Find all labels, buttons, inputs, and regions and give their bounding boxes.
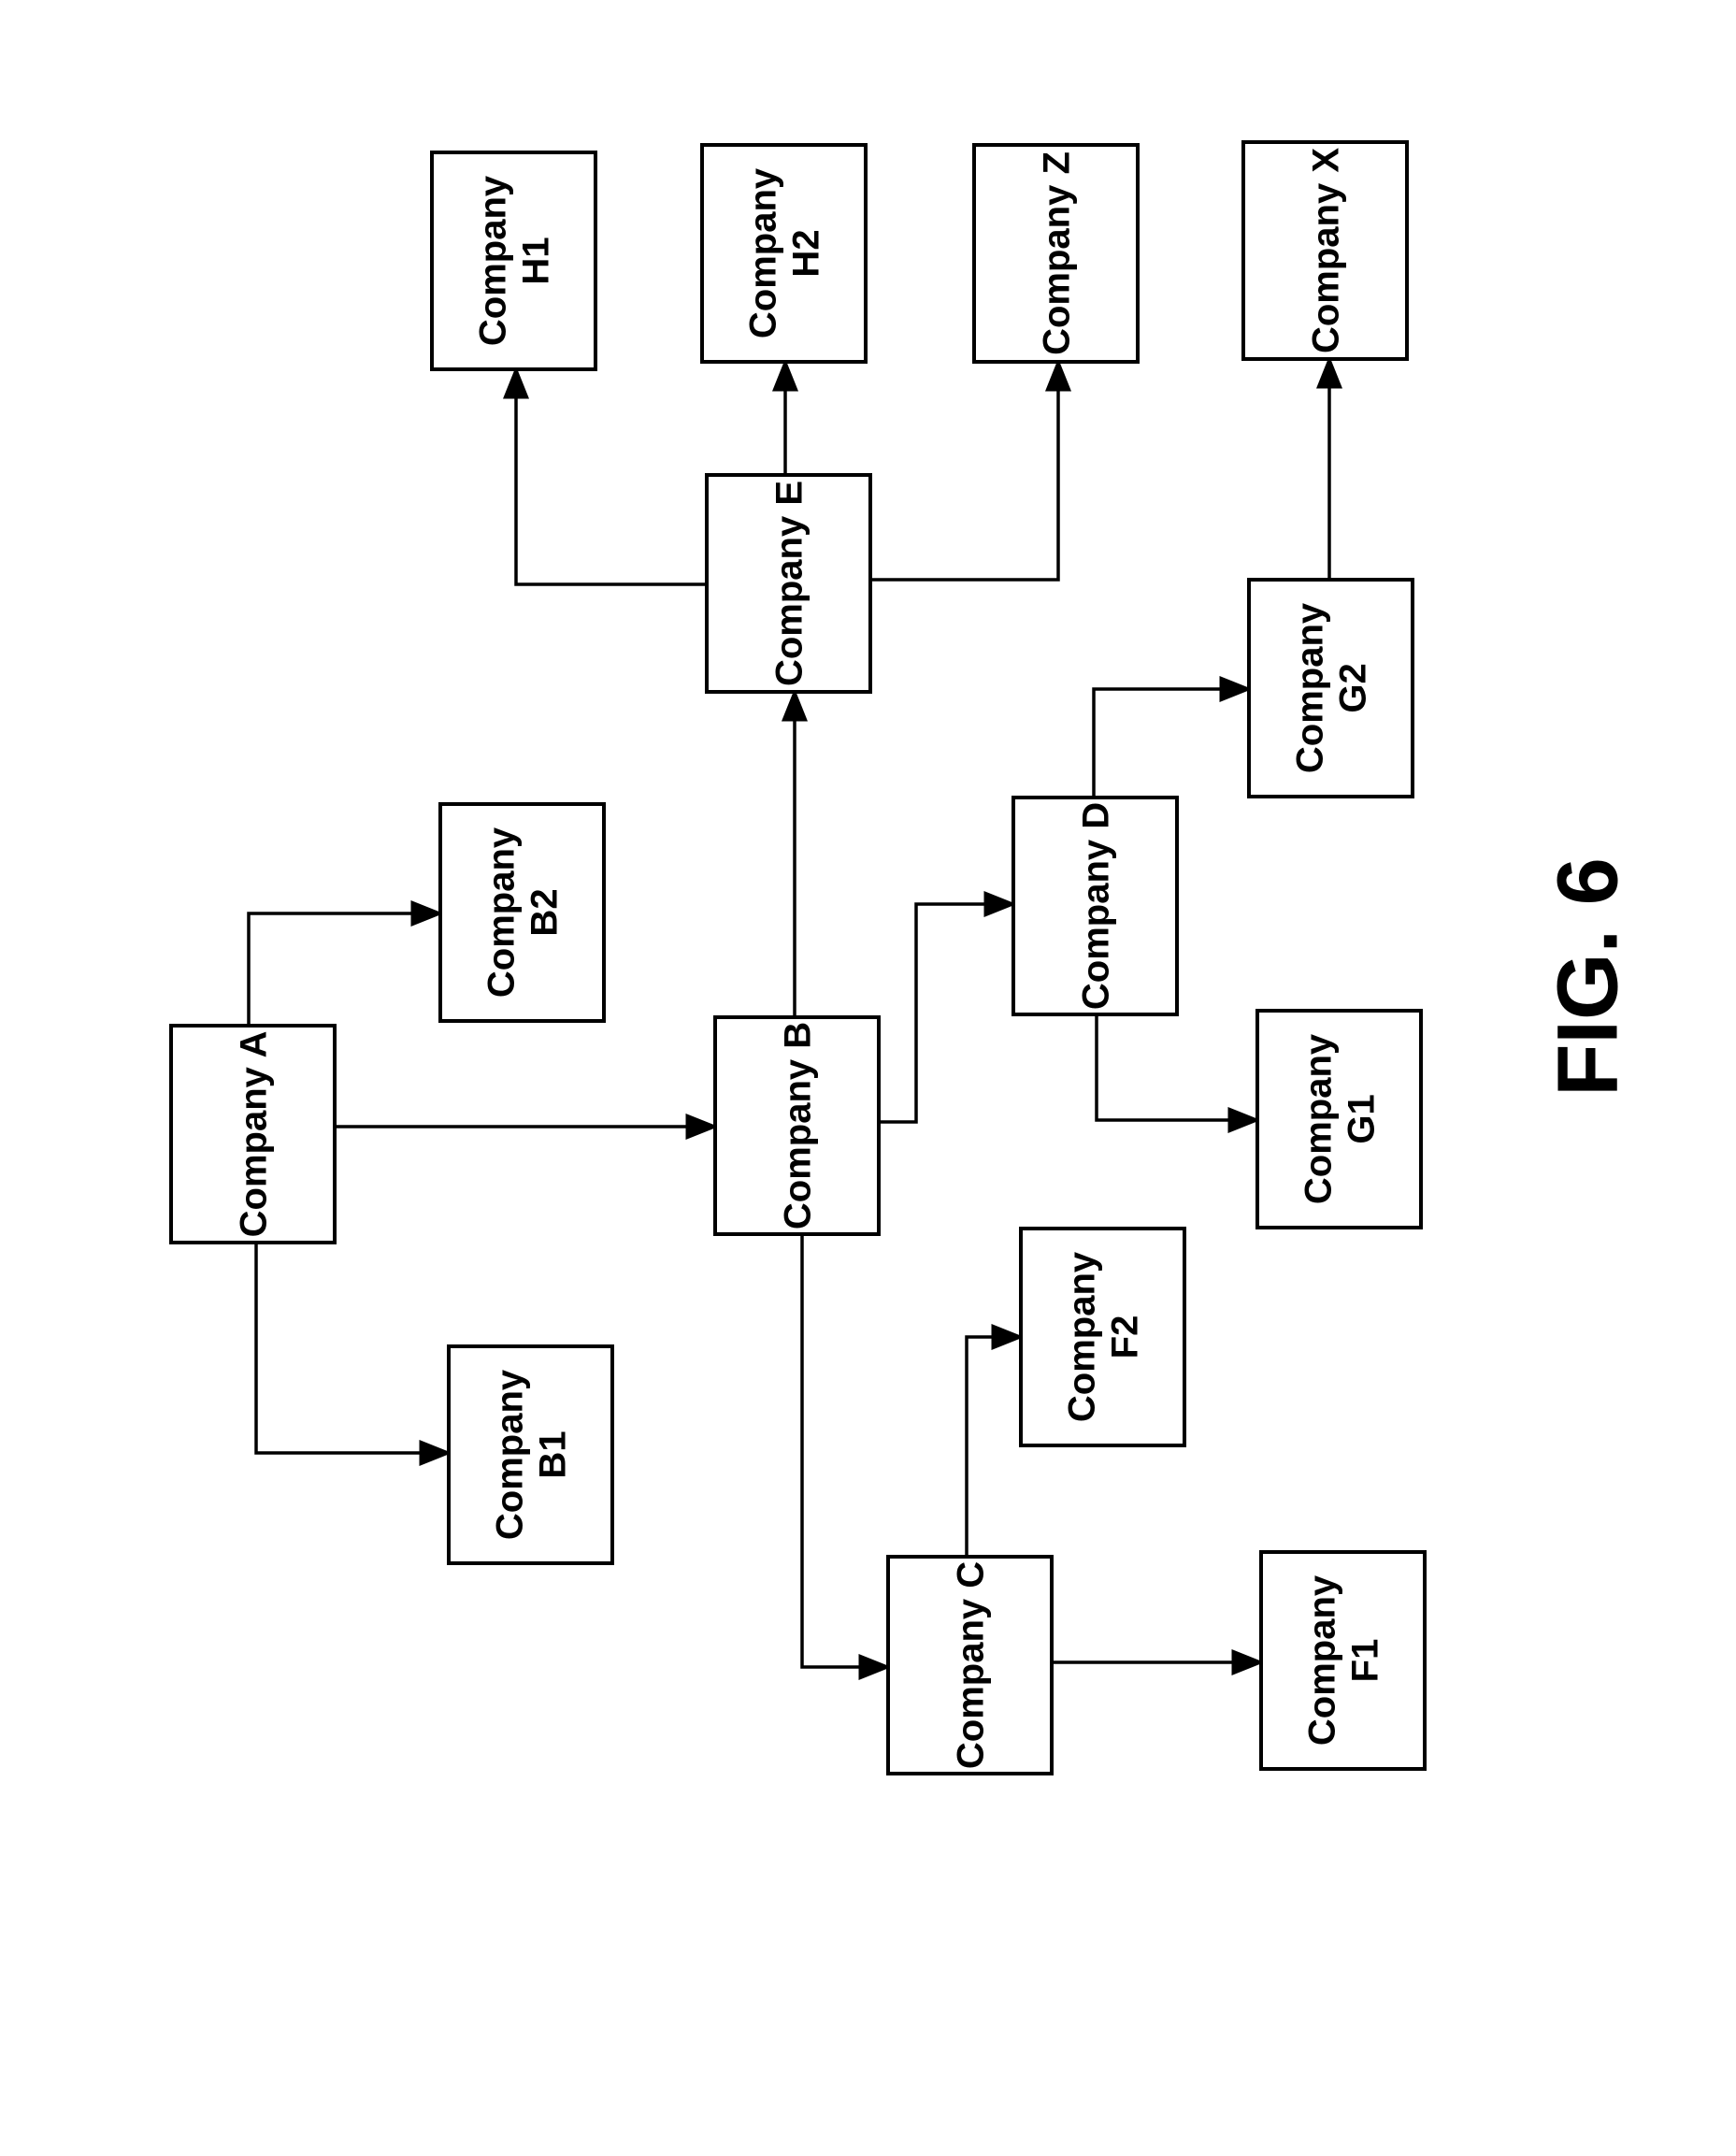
node-label-line: Company E [769, 481, 811, 686]
node-company-c: Company C [888, 1557, 1052, 1774]
node-label-line: Company Z [1037, 151, 1078, 355]
node-label-line: Company B [778, 1022, 819, 1229]
node-box [1021, 1229, 1184, 1445]
node-company-x: Company X [1243, 142, 1407, 359]
node-company-f1: CompanyF1 [1261, 1552, 1425, 1769]
node-company-b1: CompanyB1 [449, 1346, 612, 1563]
node-label-line: Company A [234, 1031, 275, 1238]
node-label-line: B2 [524, 888, 566, 936]
node-label: Company E [769, 481, 811, 686]
node-label-line: H1 [516, 237, 557, 284]
node-box [449, 1346, 612, 1563]
node-label-line: H2 [786, 229, 827, 277]
node-label-line: Company [490, 1369, 531, 1540]
edge-a-to-b2 [249, 913, 440, 1026]
node-box [1257, 1011, 1421, 1228]
node-label-line: Company [473, 175, 514, 346]
edge-b-to-c [802, 1234, 888, 1667]
node-label-line: Company C [951, 1561, 992, 1769]
edge-c-to-f2 [967, 1337, 1021, 1557]
node-label: Company C [951, 1561, 992, 1769]
node-label-line: Company [481, 826, 523, 998]
node-label-line: Company [743, 167, 784, 338]
nodes-layer: Company ACompanyB1CompanyB2Company BComp… [171, 142, 1425, 1774]
node-company-d: Company D [1013, 798, 1177, 1014]
node-label-line: Company X [1306, 148, 1347, 353]
node-label-line: B1 [533, 1430, 574, 1478]
node-box [432, 152, 595, 369]
node-company-h1: CompanyH1 [432, 152, 595, 369]
node-box [440, 804, 604, 1021]
node-label-line: F1 [1345, 1639, 1386, 1683]
node-company-e: Company E [707, 475, 870, 692]
node-label-line: G1 [1341, 1094, 1383, 1143]
node-company-a: Company A [171, 1026, 335, 1243]
node-label: Company Z [1037, 151, 1078, 355]
edge-d-to-g2 [1094, 689, 1249, 798]
node-label: Company B [778, 1022, 819, 1229]
node-label-line: Company [1298, 1033, 1340, 1204]
edge-b-to-d [879, 904, 1013, 1122]
node-box [1249, 580, 1413, 797]
node-label-line: Company [1302, 1574, 1343, 1746]
node-box [1261, 1552, 1425, 1769]
node-company-g1: CompanyG1 [1257, 1011, 1421, 1228]
node-label-line: Company D [1076, 802, 1117, 1010]
node-label-line: G2 [1333, 663, 1374, 712]
node-label: Company A [234, 1031, 275, 1238]
node-label-line: Company [1062, 1251, 1103, 1422]
figure-label: FIG. 6 [1540, 857, 1635, 1097]
node-label-line: Company [1290, 602, 1331, 773]
node-company-h2: CompanyH2 [702, 145, 866, 362]
node-company-f2: CompanyF2 [1021, 1229, 1184, 1445]
node-company-b: Company B [715, 1017, 879, 1234]
node-box [702, 145, 866, 362]
node-company-b2: CompanyB2 [440, 804, 604, 1021]
node-label: Company X [1306, 148, 1347, 353]
edge-e-to-h1 [516, 369, 707, 584]
node-label-line: F2 [1105, 1315, 1146, 1359]
edge-e-to-z [870, 362, 1058, 580]
edge-a-to-b1 [256, 1243, 449, 1453]
node-label: Company D [1076, 802, 1117, 1010]
node-company-g2: CompanyG2 [1249, 580, 1413, 797]
edge-d-to-g1 [1097, 1014, 1257, 1120]
node-company-z: Company Z [974, 145, 1138, 362]
